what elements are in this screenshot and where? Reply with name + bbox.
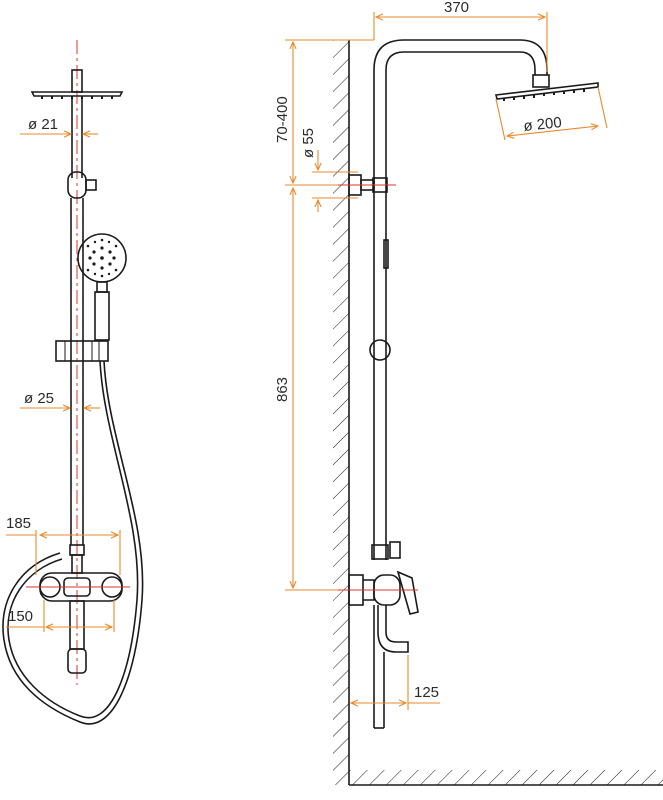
wall xyxy=(333,40,350,785)
front-view: ø 21 ø 25 185 150 xyxy=(2,40,144,725)
dim-head-diameter: ø 200 xyxy=(495,86,608,141)
hand-shower-slider xyxy=(55,340,109,362)
dim-head-diameter-label: ø 200 xyxy=(523,114,563,135)
hand-shower xyxy=(77,233,127,341)
dim-mixer-width: 185 xyxy=(6,515,121,575)
spray-holes xyxy=(86,238,118,278)
dim-spout-reach-label: 125 xyxy=(414,684,439,701)
dim-arm-reach-label: 370 xyxy=(444,0,469,16)
dim-head-height: 70-400 xyxy=(274,39,374,186)
dim-spout-reach: 125 xyxy=(351,655,440,710)
dim-inlet-spacing: 150 xyxy=(6,600,115,632)
dim-holder-label: ø 55 xyxy=(300,128,317,158)
side-view: 370 70-400 ø 55 ø 200 863 xyxy=(274,0,663,786)
dim-mixer-height-label: 863 xyxy=(274,377,291,402)
shower-arm xyxy=(373,39,548,560)
floor xyxy=(349,770,663,786)
dim-rail: ø 25 xyxy=(20,390,100,408)
dim-rail-label: ø 25 xyxy=(24,390,54,407)
dim-inlet-spacing-label: 150 xyxy=(8,608,33,625)
dim-top-pipe-label: ø 21 xyxy=(28,116,58,133)
shower-hose xyxy=(2,360,144,725)
dim-top-pipe: ø 21 xyxy=(20,116,98,134)
side-mixer xyxy=(348,541,419,653)
front-mixer xyxy=(39,544,123,674)
dim-arm-reach: 370 xyxy=(373,0,548,72)
dim-mixer-height: 863 xyxy=(274,188,338,591)
dim-head-height-label: 70-400 xyxy=(274,96,291,143)
dim-holder: ø 55 xyxy=(300,128,358,212)
dim-mixer-width-label: 185 xyxy=(6,515,31,532)
side-slider xyxy=(369,339,391,361)
front-wall-bracket xyxy=(67,171,97,199)
side-overhead-head xyxy=(495,74,599,101)
